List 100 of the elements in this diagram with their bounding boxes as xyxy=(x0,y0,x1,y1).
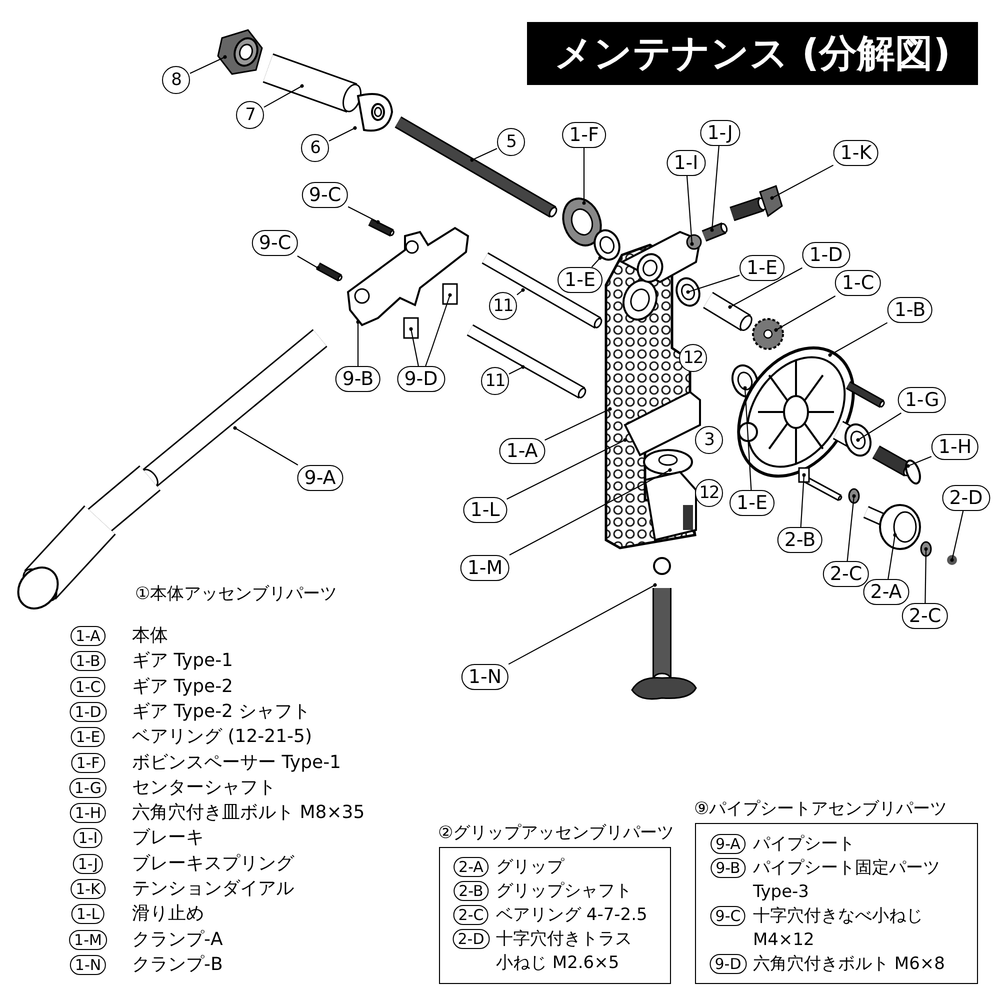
callout-number: 12 xyxy=(679,344,707,372)
leader-line xyxy=(509,468,672,556)
leader-line xyxy=(297,256,320,270)
part-code: 1-G xyxy=(69,778,107,798)
part-code: 1-E xyxy=(70,727,106,748)
part-name: ベアリング (12-21-5) xyxy=(132,725,312,750)
callout-number: 11 xyxy=(489,292,517,320)
part-name: テンションダイアル xyxy=(132,877,294,901)
callout-label: 9-C xyxy=(252,230,298,256)
part-name: グリップシャフト xyxy=(496,880,632,903)
leader-line xyxy=(582,148,586,205)
leader-line xyxy=(591,256,602,268)
leader-line xyxy=(190,55,227,74)
leader-line xyxy=(425,293,452,366)
callout-number: 11 xyxy=(481,367,509,395)
part-code: 9-D xyxy=(710,954,746,974)
leader-line xyxy=(233,426,298,466)
part-code: 1-M xyxy=(69,930,107,950)
part-name: クランプ-A xyxy=(132,928,223,952)
part-code: 1-L xyxy=(71,904,105,924)
part-code: 1-C xyxy=(70,676,106,697)
part-code: 9-A xyxy=(710,834,746,854)
callout-label: 2-B xyxy=(777,527,823,553)
part-name: パイプシート固定パーツType-3 xyxy=(753,857,941,904)
leader-line xyxy=(686,176,694,246)
leader-line xyxy=(888,533,897,580)
callout-number: 5 xyxy=(497,128,525,156)
callout-label: 1-H xyxy=(931,434,979,460)
part-name: ブレーキスプリング xyxy=(132,852,294,876)
leader-line xyxy=(924,547,928,603)
leader-line xyxy=(356,320,360,366)
part-code: 1-F xyxy=(71,752,105,772)
section-heading: ⑨パイプシートアセンブリパーツ xyxy=(694,798,948,820)
part-code: 2-C xyxy=(453,905,489,925)
leader-line xyxy=(710,146,720,232)
leader-line xyxy=(846,494,856,562)
callout-label: 1-C xyxy=(834,270,882,296)
part-code: 9-B xyxy=(710,858,746,878)
leader-line xyxy=(906,456,932,468)
part-name: ギア Type-1 xyxy=(132,649,234,674)
part-name: 十字穴付きトラス小ねじ M2.6×5 xyxy=(496,928,633,975)
part-name: ギア Type-2 シャフト xyxy=(132,700,311,724)
leader-line xyxy=(856,412,902,442)
part-code: 9-C xyxy=(710,906,746,926)
part-name: センターシャフト xyxy=(132,776,276,800)
part-code: 1-H xyxy=(70,803,106,824)
callout-label: 2-C xyxy=(902,603,948,629)
callout-label: 1-I xyxy=(666,150,706,176)
part-code: 2-D xyxy=(452,929,490,949)
part-name: クランプ-B xyxy=(132,952,223,977)
leader-line xyxy=(828,322,888,357)
part-name: パイプシート xyxy=(753,833,855,856)
callout-label: 1-N xyxy=(461,664,509,690)
callout-label: 1-F xyxy=(562,122,606,148)
section-heading: ①本体アッセンブリパーツ xyxy=(135,583,338,605)
callout-label: 1-E xyxy=(740,255,784,281)
leader-line xyxy=(506,438,627,500)
part-name: 十字穴付きなべ小ねじM4×12 xyxy=(753,905,924,952)
part-code: 1-K xyxy=(70,879,106,899)
leader-line xyxy=(516,288,525,296)
leader-line xyxy=(328,126,357,142)
leader-line xyxy=(409,327,419,366)
callout-label: 1-D xyxy=(802,242,850,268)
part-name: ベアリング 4-7-2.5 xyxy=(496,904,648,927)
leader-line xyxy=(470,148,498,162)
leader-line xyxy=(508,365,525,374)
title-banner: メンテナンス (分解図) xyxy=(527,22,978,85)
callout-label: 2-A xyxy=(863,579,909,605)
leader-line xyxy=(264,84,304,108)
part-name: 本体 xyxy=(132,624,168,648)
leader-line xyxy=(800,473,806,528)
callout-label: 9-B xyxy=(335,366,381,392)
callout-label: 9-D xyxy=(397,366,445,392)
callout-label: 9-A xyxy=(297,465,343,491)
callout-label: 2-D xyxy=(942,485,990,511)
leader-line xyxy=(508,583,657,665)
callout-label: 9-C xyxy=(302,182,348,208)
part-name: ギア Type-2 xyxy=(132,674,234,699)
callout-label: 1-E xyxy=(730,490,774,516)
part-name: 滑り止め xyxy=(132,902,204,926)
part-name: 六角穴付き皿ボルト M8×35 xyxy=(132,801,365,826)
part-code: 1-A xyxy=(70,626,106,646)
callout-label: 1-E xyxy=(558,267,602,293)
part-code: 2-B xyxy=(454,881,488,901)
part-code: 1-I xyxy=(73,828,103,848)
callout-label: 2-C xyxy=(822,561,870,587)
callout-number: 8 xyxy=(162,66,190,94)
part-code: 1-B xyxy=(70,651,106,672)
callout-number: 6 xyxy=(301,134,329,162)
callout-number: 3 xyxy=(695,426,723,454)
part-name: グリップ xyxy=(496,856,564,879)
leader-line xyxy=(728,267,802,309)
part-code: 1-N xyxy=(70,954,106,975)
part-name: ボビンスペーサー Type-1 xyxy=(132,750,342,774)
callout-label: 1-G xyxy=(898,387,946,413)
section-heading: ②グリップアッセンブリパーツ xyxy=(438,822,674,844)
leader-line xyxy=(544,407,612,441)
callout-number: 12 xyxy=(695,479,723,507)
part-code: 2-A xyxy=(454,857,488,877)
callout-number: 7 xyxy=(236,101,264,129)
